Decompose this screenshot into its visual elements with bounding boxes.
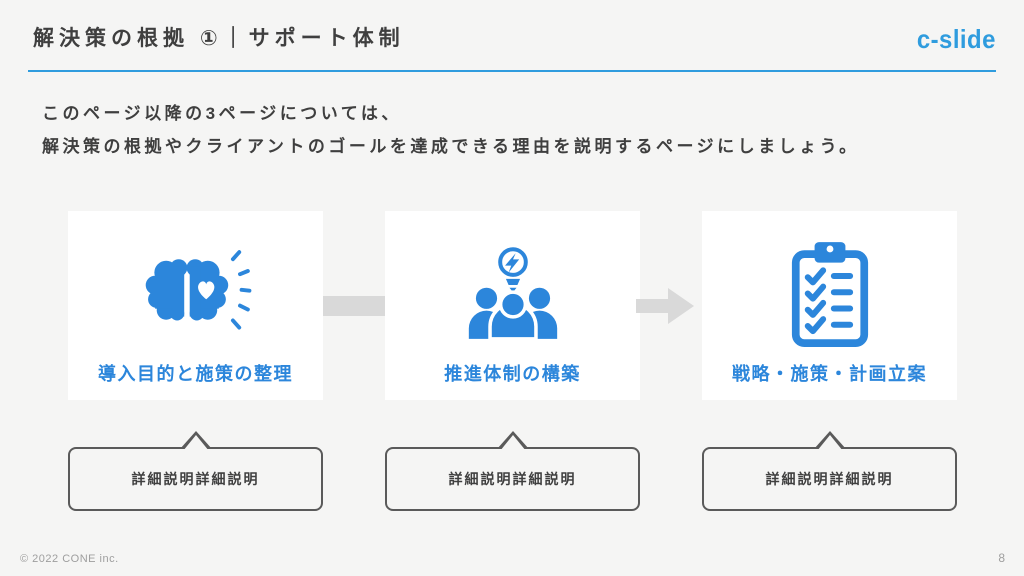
note-bubble-2: 詳細説明詳細説明 xyxy=(385,431,640,511)
connector-arrow-icon xyxy=(636,288,694,324)
step-card-2: 推進体制の構築 xyxy=(385,211,640,400)
note-bubble-3: 詳細説明詳細説明 xyxy=(702,431,957,511)
c-slide-logo: c-slide xyxy=(916,24,996,54)
connector-bar xyxy=(323,296,385,316)
intro-text: このページ以降の3ページについては、 解決策の根拠やクライアントのゴールを達成で… xyxy=(42,97,994,163)
step-label-3: 戦略・施策・計画立案 xyxy=(732,364,927,384)
copyright: © 2022 CONE inc. xyxy=(20,553,119,565)
team-idea-icon xyxy=(385,229,640,357)
note-text-1: 詳細説明詳細説明 xyxy=(131,471,260,487)
page-number: 8 xyxy=(998,551,1005,565)
checklist-clipboard-icon xyxy=(702,229,957,357)
step-card-3: 戦略・施策・計画立案 xyxy=(702,211,957,400)
intro-line-1: このページ以降の3ページについては、 xyxy=(42,104,402,123)
step-label-1: 導入目的と施策の整理 xyxy=(98,364,293,384)
brain-heart-icon xyxy=(68,229,323,357)
page-title: 解決策の根拠 ①｜サポート体制 xyxy=(33,27,405,50)
step-label-2: 推進体制の構築 xyxy=(444,364,581,384)
intro-line-2: 解決策の根拠やクライアントのゴールを達成できる理由を説明するページにしましょう。 xyxy=(42,137,860,156)
note-bubble-1: 詳細説明詳細説明 xyxy=(68,431,323,511)
step-card-1: 導入目的と施策の整理 xyxy=(68,211,323,400)
note-text-3: 詳細説明詳細説明 xyxy=(765,471,894,487)
title-divider xyxy=(28,70,996,72)
note-text-2: 詳細説明詳細説明 xyxy=(448,471,577,487)
